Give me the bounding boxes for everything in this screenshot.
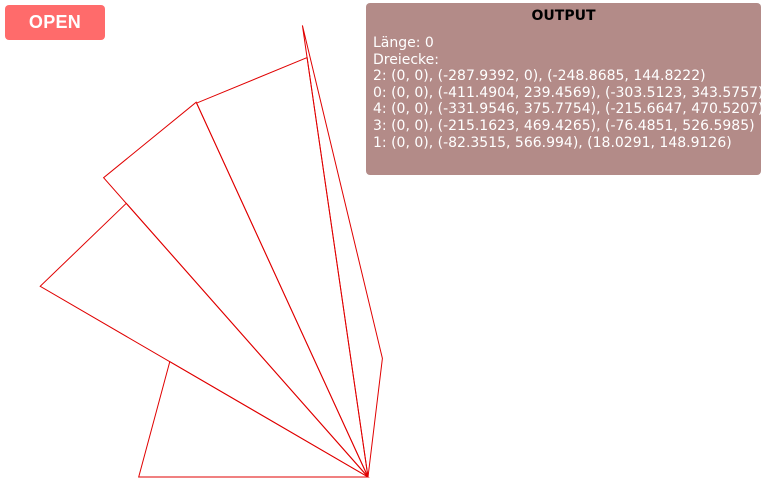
triangle-line: 2: (0, 0), (-287.9392, 0), (-248.8685, 1… <box>373 68 706 85</box>
triangle-shape <box>39 202 369 478</box>
output-title: OUTPUT <box>531 8 596 24</box>
triangles-heading: Dreiecke: <box>373 51 439 68</box>
triangle-shape <box>138 360 370 478</box>
output-panel: OUTPUT Länge: 0 Dreiecke: 2: (0, 0), (-2… <box>366 3 764 175</box>
triangle-shape <box>301 25 383 478</box>
length-line: Länge: 0 <box>373 35 434 51</box>
triangle-line: 4: (0, 0), (-331.9546, 375.7754), (-215.… <box>373 101 764 118</box>
triangle-line: 3: (0, 0), (-215.1623, 469.4265), (-76.4… <box>373 117 755 134</box>
open-button[interactable]: OPEN <box>5 5 105 40</box>
triangle-shape <box>195 56 369 478</box>
triangle-line: 0: (0, 0), (-411.4904, 239.4569), (-303.… <box>373 84 764 101</box>
triangle-line: 1: (0, 0), (-82.3515, 566.994), (18.0291… <box>373 134 732 151</box>
triangle-shape <box>102 101 369 478</box>
